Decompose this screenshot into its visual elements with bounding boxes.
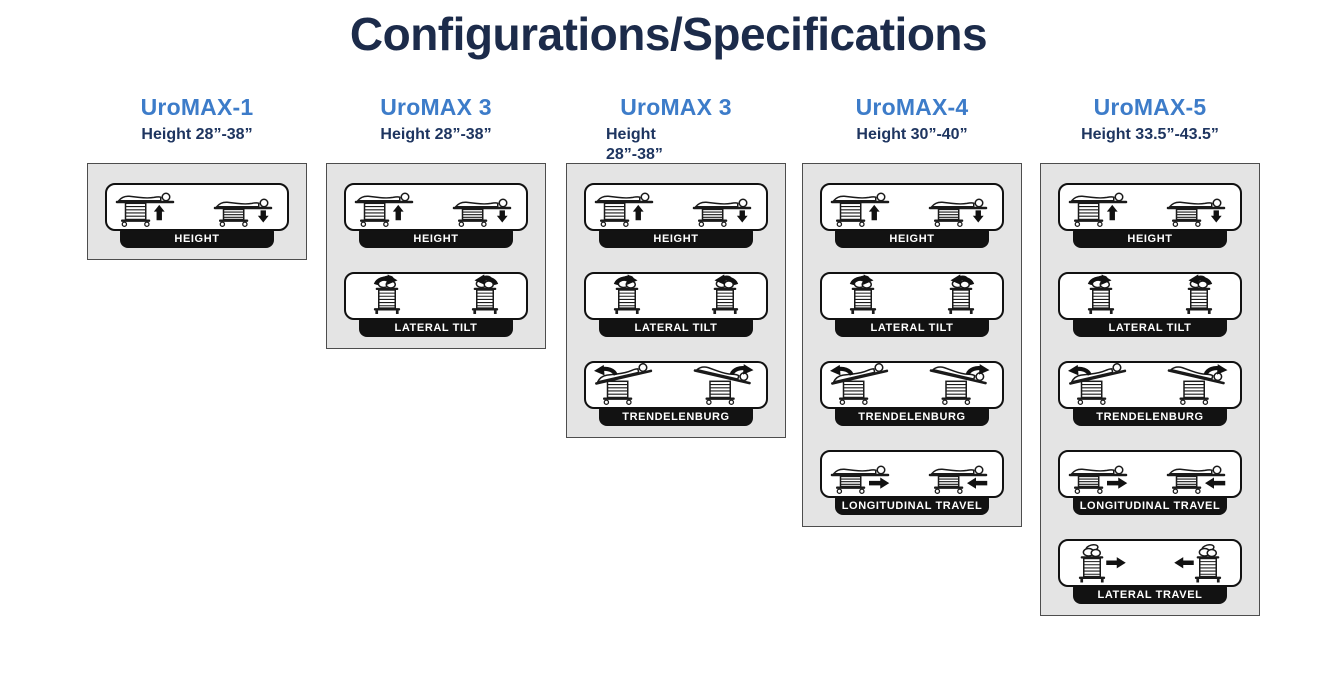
feature-badge: LONGITUDINAL TRAVEL	[1058, 450, 1242, 515]
feature-badge: LATERAL TILT	[344, 272, 528, 337]
table-lower-icon	[925, 185, 997, 230]
feature-icons-box	[105, 183, 289, 231]
model-name: UroMAX-1	[140, 94, 254, 120]
table-lower-icon	[210, 185, 282, 230]
tilt-clockwise-icon	[827, 274, 899, 319]
model-column: UroMAX-1 Height 28”-38” HEIGHT	[87, 93, 307, 260]
model-card: HEIGHT LATERAL TILT TRENDELENBURG	[566, 163, 786, 438]
model-height-range: Height 28”-38”	[380, 126, 492, 143]
feature-badge: HEIGHT	[1058, 183, 1242, 248]
feature-icons-box	[1058, 272, 1242, 320]
table-raise-icon	[591, 185, 663, 230]
tilt-counterclockwise-icon	[689, 274, 761, 319]
tilt-clockwise-icon	[1065, 274, 1137, 319]
table-move-left-icon	[1163, 452, 1235, 497]
trend-clockwise-icon	[689, 363, 761, 408]
table-slide-right-icon	[1065, 541, 1137, 586]
table-lower-icon	[689, 185, 761, 230]
feature-icons-box	[344, 183, 528, 231]
table-raise-icon	[1065, 185, 1137, 230]
model-height-range: Height 33.5”-43.5”	[1081, 126, 1219, 143]
model-name: UroMAX 3	[380, 94, 492, 120]
feature-icons-box	[1058, 539, 1242, 587]
table-slide-left-icon	[1163, 541, 1235, 586]
feature-icons-box	[1058, 361, 1242, 409]
table-raise-icon	[351, 185, 423, 230]
feature-icons-box	[344, 272, 528, 320]
trend-counterclockwise-icon	[591, 363, 663, 408]
model-card: HEIGHT LATERAL TILT TRENDELENBURG LONGIT…	[1040, 163, 1260, 616]
feature-badge: LONGITUDINAL TRAVEL	[820, 450, 1004, 515]
model-column: UroMAX 3 Height 28”-38” HEIGHT LATERAL T…	[566, 93, 786, 438]
table-lower-icon	[1163, 185, 1235, 230]
table-raise-icon	[112, 185, 184, 230]
page-title: Configurations/Specifications	[349, 8, 988, 60]
feature-badge: HEIGHT	[105, 183, 289, 248]
feature-icons-box	[584, 361, 768, 409]
model-column: UroMAX-4 Height 30”-40” HEIGHT LATERAL T…	[802, 93, 1022, 527]
feature-icons-box	[820, 183, 1004, 231]
table-move-left-icon	[925, 452, 997, 497]
model-column: UroMAX 3 Height 28”-38” HEIGHT LATERAL T…	[326, 93, 546, 349]
model-card: HEIGHT	[87, 163, 307, 260]
feature-badge: TRENDELENBURG	[820, 361, 1004, 426]
feature-badge: HEIGHT	[820, 183, 1004, 248]
feature-label: TRENDELENBURG	[835, 402, 989, 426]
feature-badge: LATERAL TRAVEL	[1058, 539, 1242, 604]
feature-badge: HEIGHT	[584, 183, 768, 248]
feature-icons-box	[584, 272, 768, 320]
feature-badge: LATERAL TILT	[1058, 272, 1242, 337]
table-lower-icon	[449, 185, 521, 230]
tilt-clockwise-icon	[591, 274, 663, 319]
table-move-right-icon	[827, 452, 899, 497]
table-raise-icon	[827, 185, 899, 230]
model-name: UroMAX-5	[1093, 94, 1207, 120]
model-column: UroMAX-5 Height 33.5”-43.5” HEIGHT LATER…	[1040, 93, 1260, 616]
feature-badge: TRENDELENBURG	[584, 361, 768, 426]
model-height-range: Height 28”-38”	[606, 126, 663, 163]
model-name: UroMAX-4	[855, 94, 969, 120]
trend-clockwise-icon	[1163, 363, 1235, 408]
tilt-counterclockwise-icon	[925, 274, 997, 319]
tilt-counterclockwise-icon	[449, 274, 521, 319]
feature-badge: HEIGHT	[344, 183, 528, 248]
feature-badge: LATERAL TILT	[584, 272, 768, 337]
feature-icons-box	[584, 183, 768, 231]
trend-counterclockwise-icon	[827, 363, 899, 408]
feature-badge: TRENDELENBURG	[1058, 361, 1242, 426]
feature-icons-box	[1058, 183, 1242, 231]
tilt-counterclockwise-icon	[1163, 274, 1235, 319]
feature-icons-box	[820, 450, 1004, 498]
model-card: HEIGHT LATERAL TILT	[326, 163, 546, 349]
model-card: HEIGHT LATERAL TILT TRENDELENBURG LONGIT…	[802, 163, 1022, 527]
tilt-clockwise-icon	[351, 274, 423, 319]
trend-counterclockwise-icon	[1065, 363, 1137, 408]
model-name: UroMAX 3	[620, 94, 732, 120]
feature-icons-box	[1058, 450, 1242, 498]
trend-clockwise-icon	[925, 363, 997, 408]
feature-icons-box	[820, 361, 1004, 409]
model-height-range: Height 30”-40”	[856, 126, 968, 143]
feature-badge: LATERAL TILT	[820, 272, 1004, 337]
feature-icons-box	[820, 272, 1004, 320]
model-height-range: Height 28”-38”	[141, 126, 253, 143]
table-move-right-icon	[1065, 452, 1137, 497]
